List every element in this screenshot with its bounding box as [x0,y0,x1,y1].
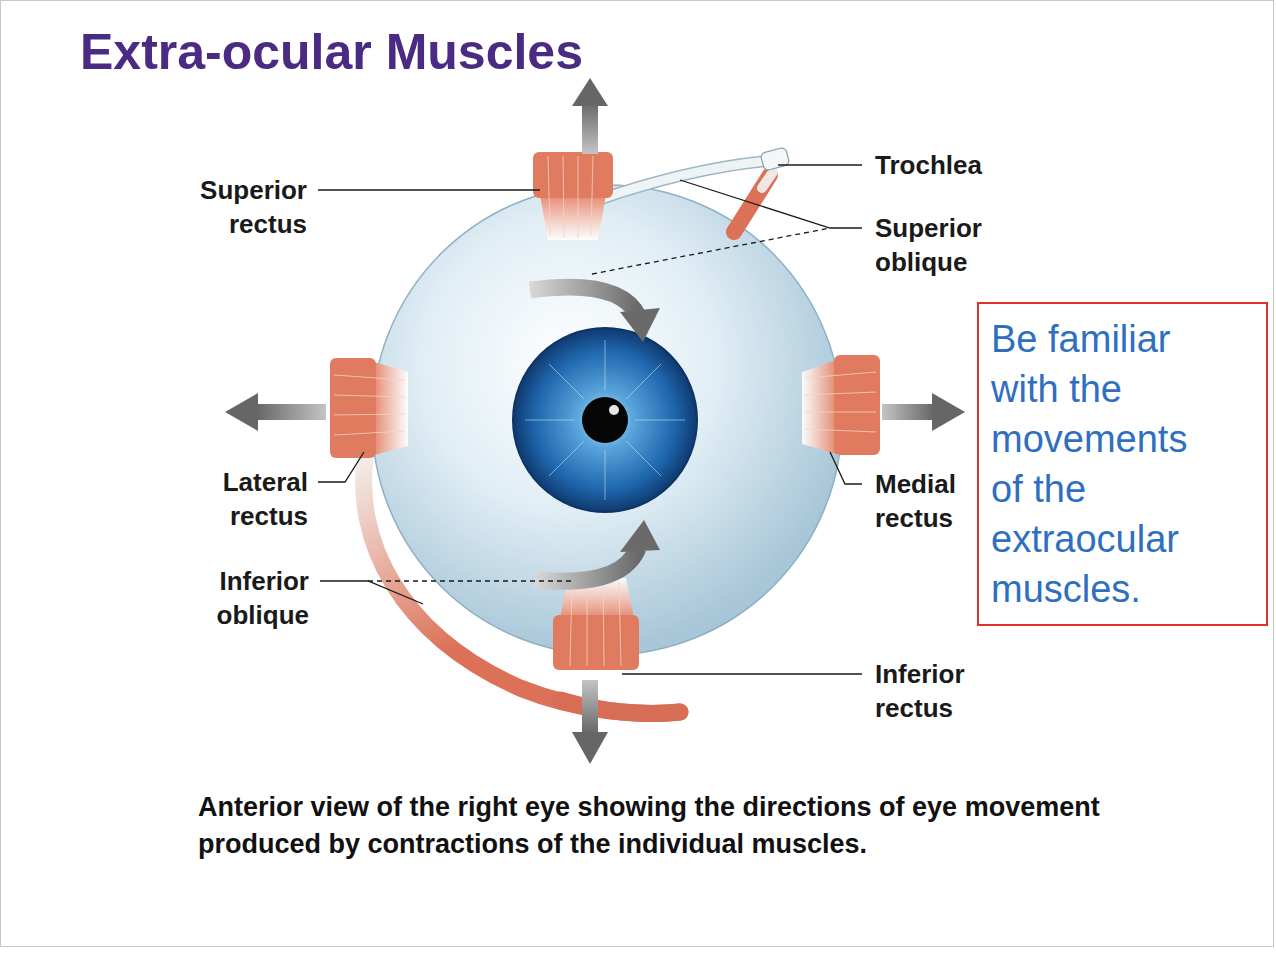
movement-arrow [582,680,598,734]
movement-arrow [582,102,598,154]
muscle-label: Superior rectus [172,173,307,241]
leader-line [368,580,574,581]
muscle-fibres [805,372,876,432]
rotation-arrow [620,308,660,342]
leader-lines [318,165,862,674]
trochlea-pulley [760,147,790,171]
lateral-rectus-muscle [330,358,376,458]
slide-title: Extra-ocular Muscles [80,22,583,82]
muscle-label: Superior oblique [875,211,1010,279]
muscle-label: Trochlea [875,148,1010,182]
leader-line [778,164,862,165]
muscle-label: Lateral rectus [173,465,308,533]
lateral-rectus-tendon [374,362,408,455]
movement-arrow [256,404,326,420]
movement-arrow [882,404,934,420]
note-box: Be familiar with the movements of the ex… [977,302,1268,626]
inferior-oblique-muscle [560,700,680,714]
rotation-arrow [620,520,660,552]
movement-arrow [572,78,608,106]
muscle-label: Inferior rectus [875,657,1010,725]
movement-arrow [225,393,258,431]
leader-line [318,452,364,482]
leader-line [680,180,862,228]
leader-line [592,228,830,274]
pupil [582,397,628,443]
leader-line [320,581,423,604]
superior-rectus-muscle [533,152,613,198]
leader-line [622,673,862,674]
muscle-fibres [334,375,405,435]
rotation-arrow [530,287,638,316]
movement-arrow [932,393,965,431]
pupil-highlight [609,405,619,415]
muscle-fibres [570,580,621,666]
medial-rectus-muscle [834,355,880,455]
leader-line [318,189,540,190]
muscle-label: Inferior oblique [174,564,309,632]
figure-caption: Anterior view of the right eye showing t… [198,789,1183,863]
medial-rectus-tendon [802,360,836,454]
superior-oblique-muscle [762,172,773,188]
inferior-rectus-muscle [553,615,639,670]
movement-arrow [572,732,608,764]
leader-line [830,452,862,484]
rotation-arrow [535,548,638,581]
muscle-fibres [548,156,593,238]
eyeball [372,185,842,655]
iris [513,328,697,512]
iris-fibres [525,340,685,500]
note-text: Be familiar with the movements of the ex… [991,314,1222,614]
